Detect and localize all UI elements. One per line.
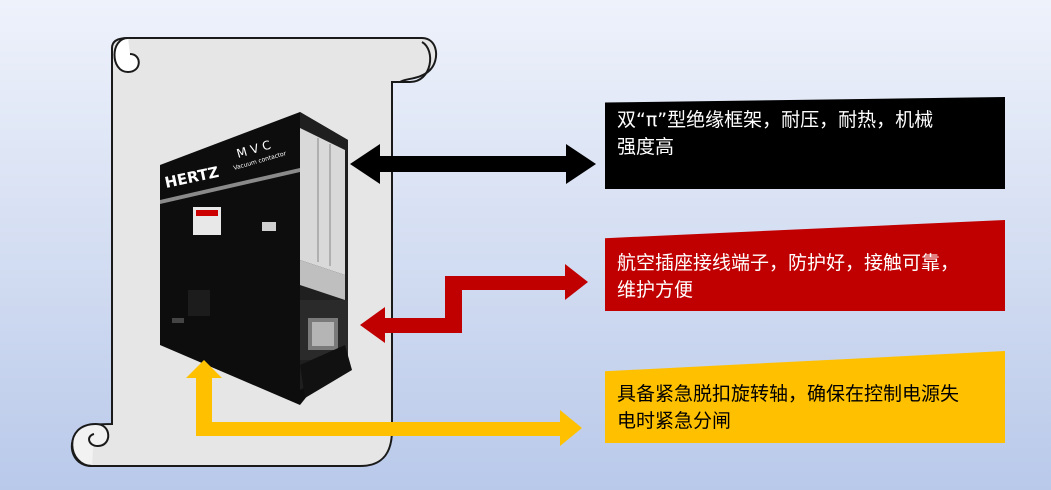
yellow-arrow xyxy=(186,360,582,446)
callout-line: 双“π”型绝缘框架，耐压，耐热，机械 xyxy=(617,109,934,131)
callout-line: 具备紧急脱扣旋转轴，确保在控制电源失 xyxy=(617,383,960,405)
callout-line: 电时紧急分闸 xyxy=(617,410,732,432)
black-double-arrow xyxy=(350,144,596,184)
vacuum-contactor-device xyxy=(160,112,352,405)
callout-line: 航空插座接线端子，防护好，接触可靠， xyxy=(617,252,960,274)
callout-aviation-terminal: 航空插座接线端子，防护好，接触可靠， 维护方便 xyxy=(605,220,1005,311)
callout-line: 维护方便 xyxy=(617,279,694,301)
red-arrow xyxy=(360,264,588,343)
callout-insulation-frame: 双“π”型绝缘框架，耐压，耐热，机械 强度高 xyxy=(605,97,1005,189)
callout-line: 强度高 xyxy=(617,136,675,158)
